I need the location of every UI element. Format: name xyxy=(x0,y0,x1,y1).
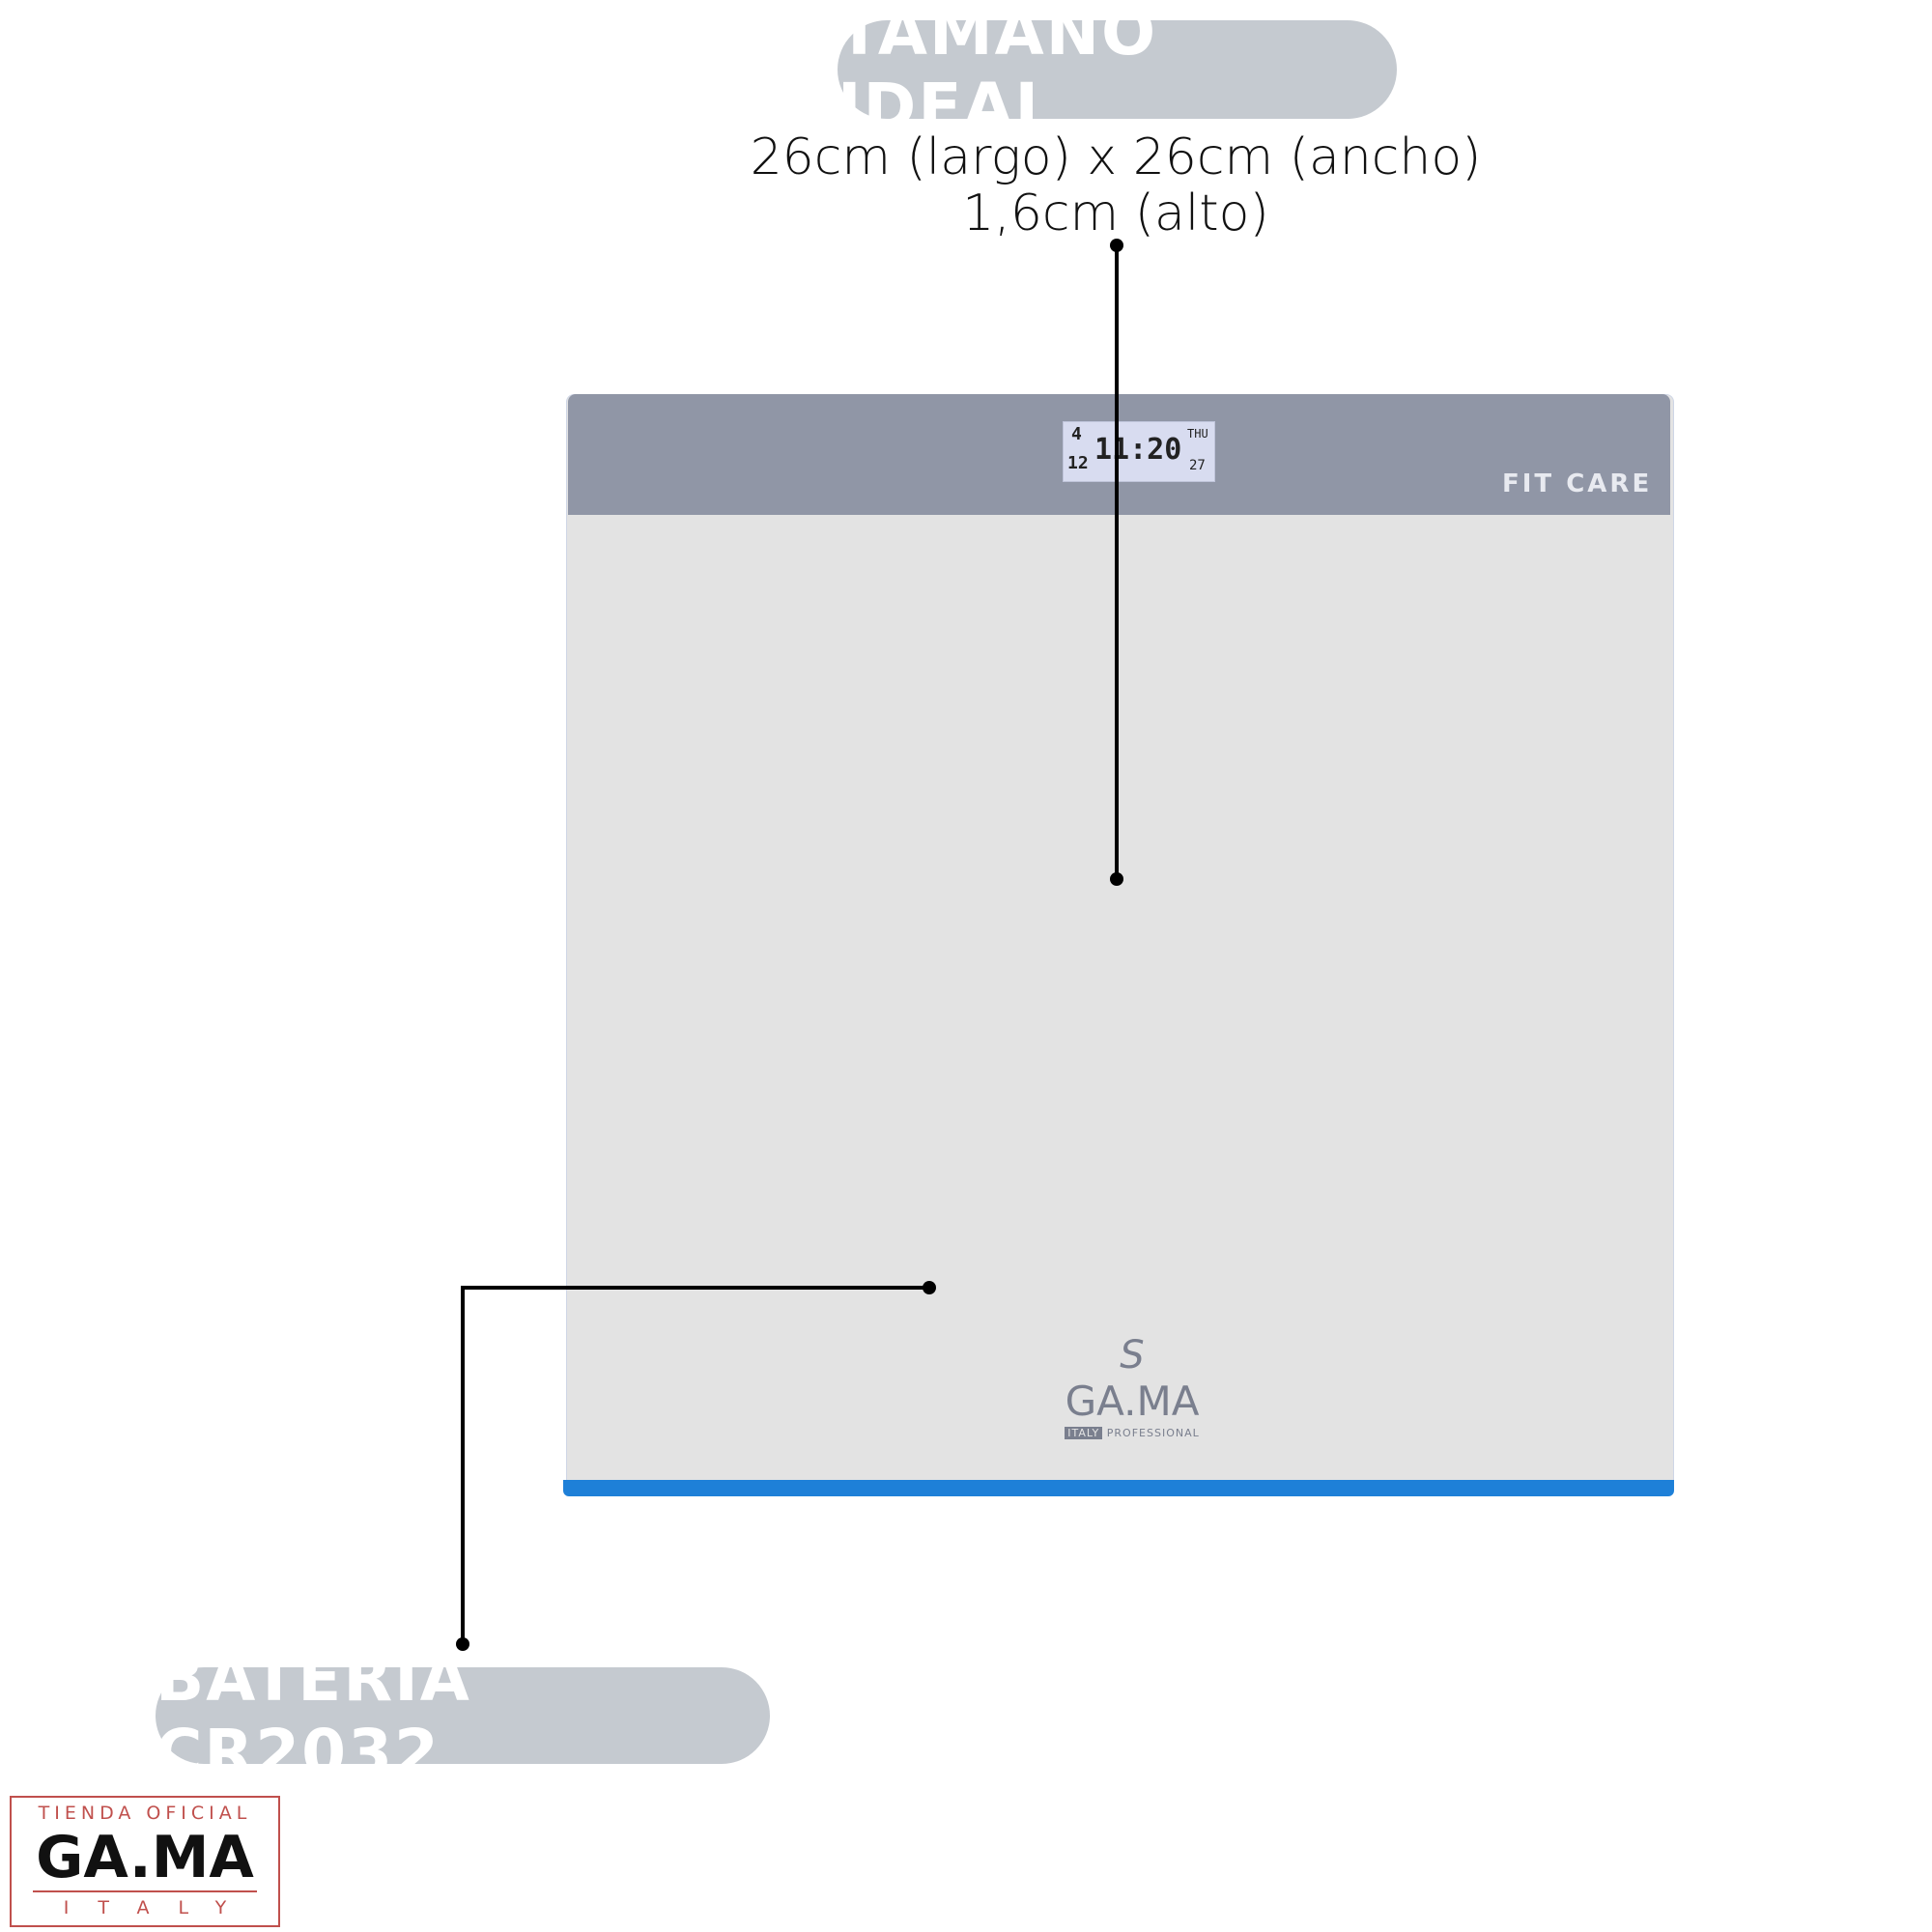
pointer-dot xyxy=(1110,872,1123,886)
lcd-month: 4 xyxy=(1071,424,1082,444)
dimensions-line1: 26cm (largo) x 26cm (ancho) xyxy=(750,128,1482,186)
pointer-dot xyxy=(456,1637,469,1651)
pointer-line xyxy=(461,1286,465,1644)
scale-bottom-strip xyxy=(563,1480,1674,1496)
gama-product-logo: S GA.MA ITALY PROFESSIONAL xyxy=(1036,1333,1229,1441)
pointer-dot xyxy=(923,1281,936,1294)
lcd-date: 12 xyxy=(1067,453,1089,473)
gama-swirl-icon: S xyxy=(1120,1333,1145,1378)
pointer-line xyxy=(1115,245,1119,879)
size-badge: TAMAÑO IDEAL xyxy=(838,0,1397,144)
dimensions-line2: 1,6cm (alto) xyxy=(962,185,1269,242)
battery-badge: BATERIA CR2032 xyxy=(156,1641,770,1790)
lcd-time: 11:20 xyxy=(1094,433,1182,467)
lcd-day: THU xyxy=(1187,427,1208,440)
store-logo: TIENDA OFICIAL GA.MA ITALY xyxy=(10,1796,280,1927)
lcd-temp: 27 xyxy=(1189,458,1206,473)
fit-care-label: FIT CARE xyxy=(1502,469,1653,498)
scale-glass xyxy=(566,394,1674,1484)
pointer-line xyxy=(461,1286,929,1290)
lcd-display: 4 12 11:20 THU 27 xyxy=(1063,421,1215,482)
